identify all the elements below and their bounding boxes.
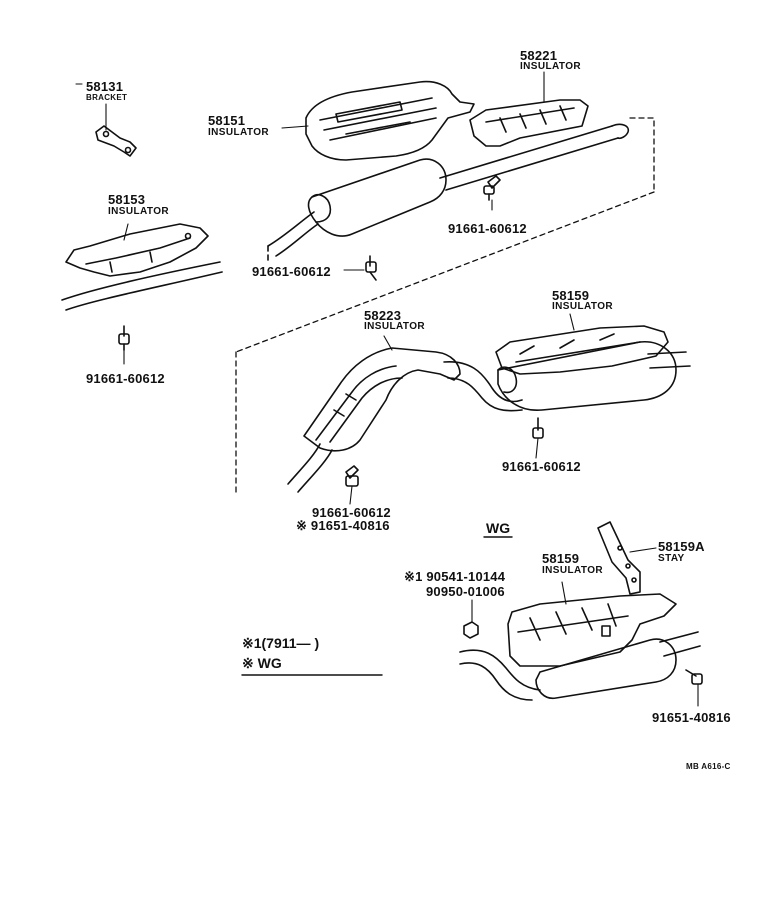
part-58131-number: 58131: [86, 79, 124, 94]
middle-muffler: [497, 341, 691, 411]
insulator-58221-shape: [469, 99, 589, 147]
legend-line-1: ※1(7911— ): [242, 635, 320, 651]
part-58159A-number: 58159A: [658, 539, 705, 554]
nut-wg-shape: [463, 621, 479, 639]
upper-exhaust-pipe: [267, 123, 630, 257]
stay-58159A-shape: [597, 521, 641, 595]
part-58159-lower-number: 58159: [542, 551, 580, 566]
left-exhaust-pipe: [61, 261, 223, 311]
bolt-mid-lower-shape: [345, 465, 359, 487]
bolt-upper-right-shape: [483, 175, 501, 201]
bolt-mid-lower-alt-number: ※ 91651-40816: [296, 518, 390, 533]
part-58221-name: INSULATOR: [520, 61, 582, 72]
bolt-left-shape: [118, 325, 130, 351]
insulator-58223-shape: [303, 347, 461, 452]
bolt-mid-right-number: 91661-60612: [502, 459, 581, 474]
dashed-connector: [235, 117, 655, 495]
insulator-58151-shape: [305, 80, 475, 161]
text-rules: [241, 536, 513, 676]
part-58131-name: BRACKET: [86, 93, 128, 102]
part-58151-number: 58151: [208, 113, 246, 128]
bolt-wg-nut-1-number: ※1 90541-10144: [404, 569, 506, 584]
bolt-upper-mid-number: 91661-60612: [252, 264, 331, 279]
part-58159-lower-name: INSULATOR: [542, 565, 604, 576]
wg-heading: WG: [486, 520, 511, 536]
part-58159A-name: STAY: [658, 553, 685, 564]
reference-code: MB A616-C: [686, 762, 731, 771]
part-58223-number: 58223: [364, 308, 402, 323]
insulator-58159-lower-shape: [507, 593, 677, 667]
part-58151-name: INSULATOR: [208, 127, 270, 138]
middle-exhaust-pipe: [287, 361, 523, 493]
insulator-58159-upper-shape: [495, 325, 669, 375]
part-58159-upper-name: INSULATOR: [552, 301, 614, 312]
bolt-wg-number: 91651-40816: [652, 710, 731, 725]
upper-muffler: [307, 158, 447, 237]
part-58153-number: 58153: [108, 192, 146, 207]
bolt-wg-shape: [685, 669, 703, 685]
lower-exhaust-pipe: [459, 631, 701, 701]
bolt-wg-nut-2-number: 90950-01006: [426, 584, 505, 599]
bolt-mid-right-shape: [532, 417, 544, 439]
bolt-upper-mid-shape: [365, 255, 377, 281]
bolt-mid-lower-number: 91661-60612: [312, 505, 391, 520]
bolt-upper-right-number: 91661-60612: [448, 221, 527, 236]
legend-line-2: ※ WG: [242, 655, 282, 671]
insulator-58153-shape: [65, 223, 209, 277]
leader-lines: [75, 71, 699, 707]
part-58221-number: 58221: [520, 48, 558, 63]
lower-muffler: [535, 638, 677, 700]
part-58223-name: INSULATOR: [364, 321, 426, 332]
part-58153-name: INSULATOR: [108, 206, 170, 217]
part-58159-upper-number: 58159: [552, 288, 590, 303]
bracket-58131-shape: [95, 125, 137, 157]
bolt-left-number: 91661-60612: [86, 371, 165, 386]
